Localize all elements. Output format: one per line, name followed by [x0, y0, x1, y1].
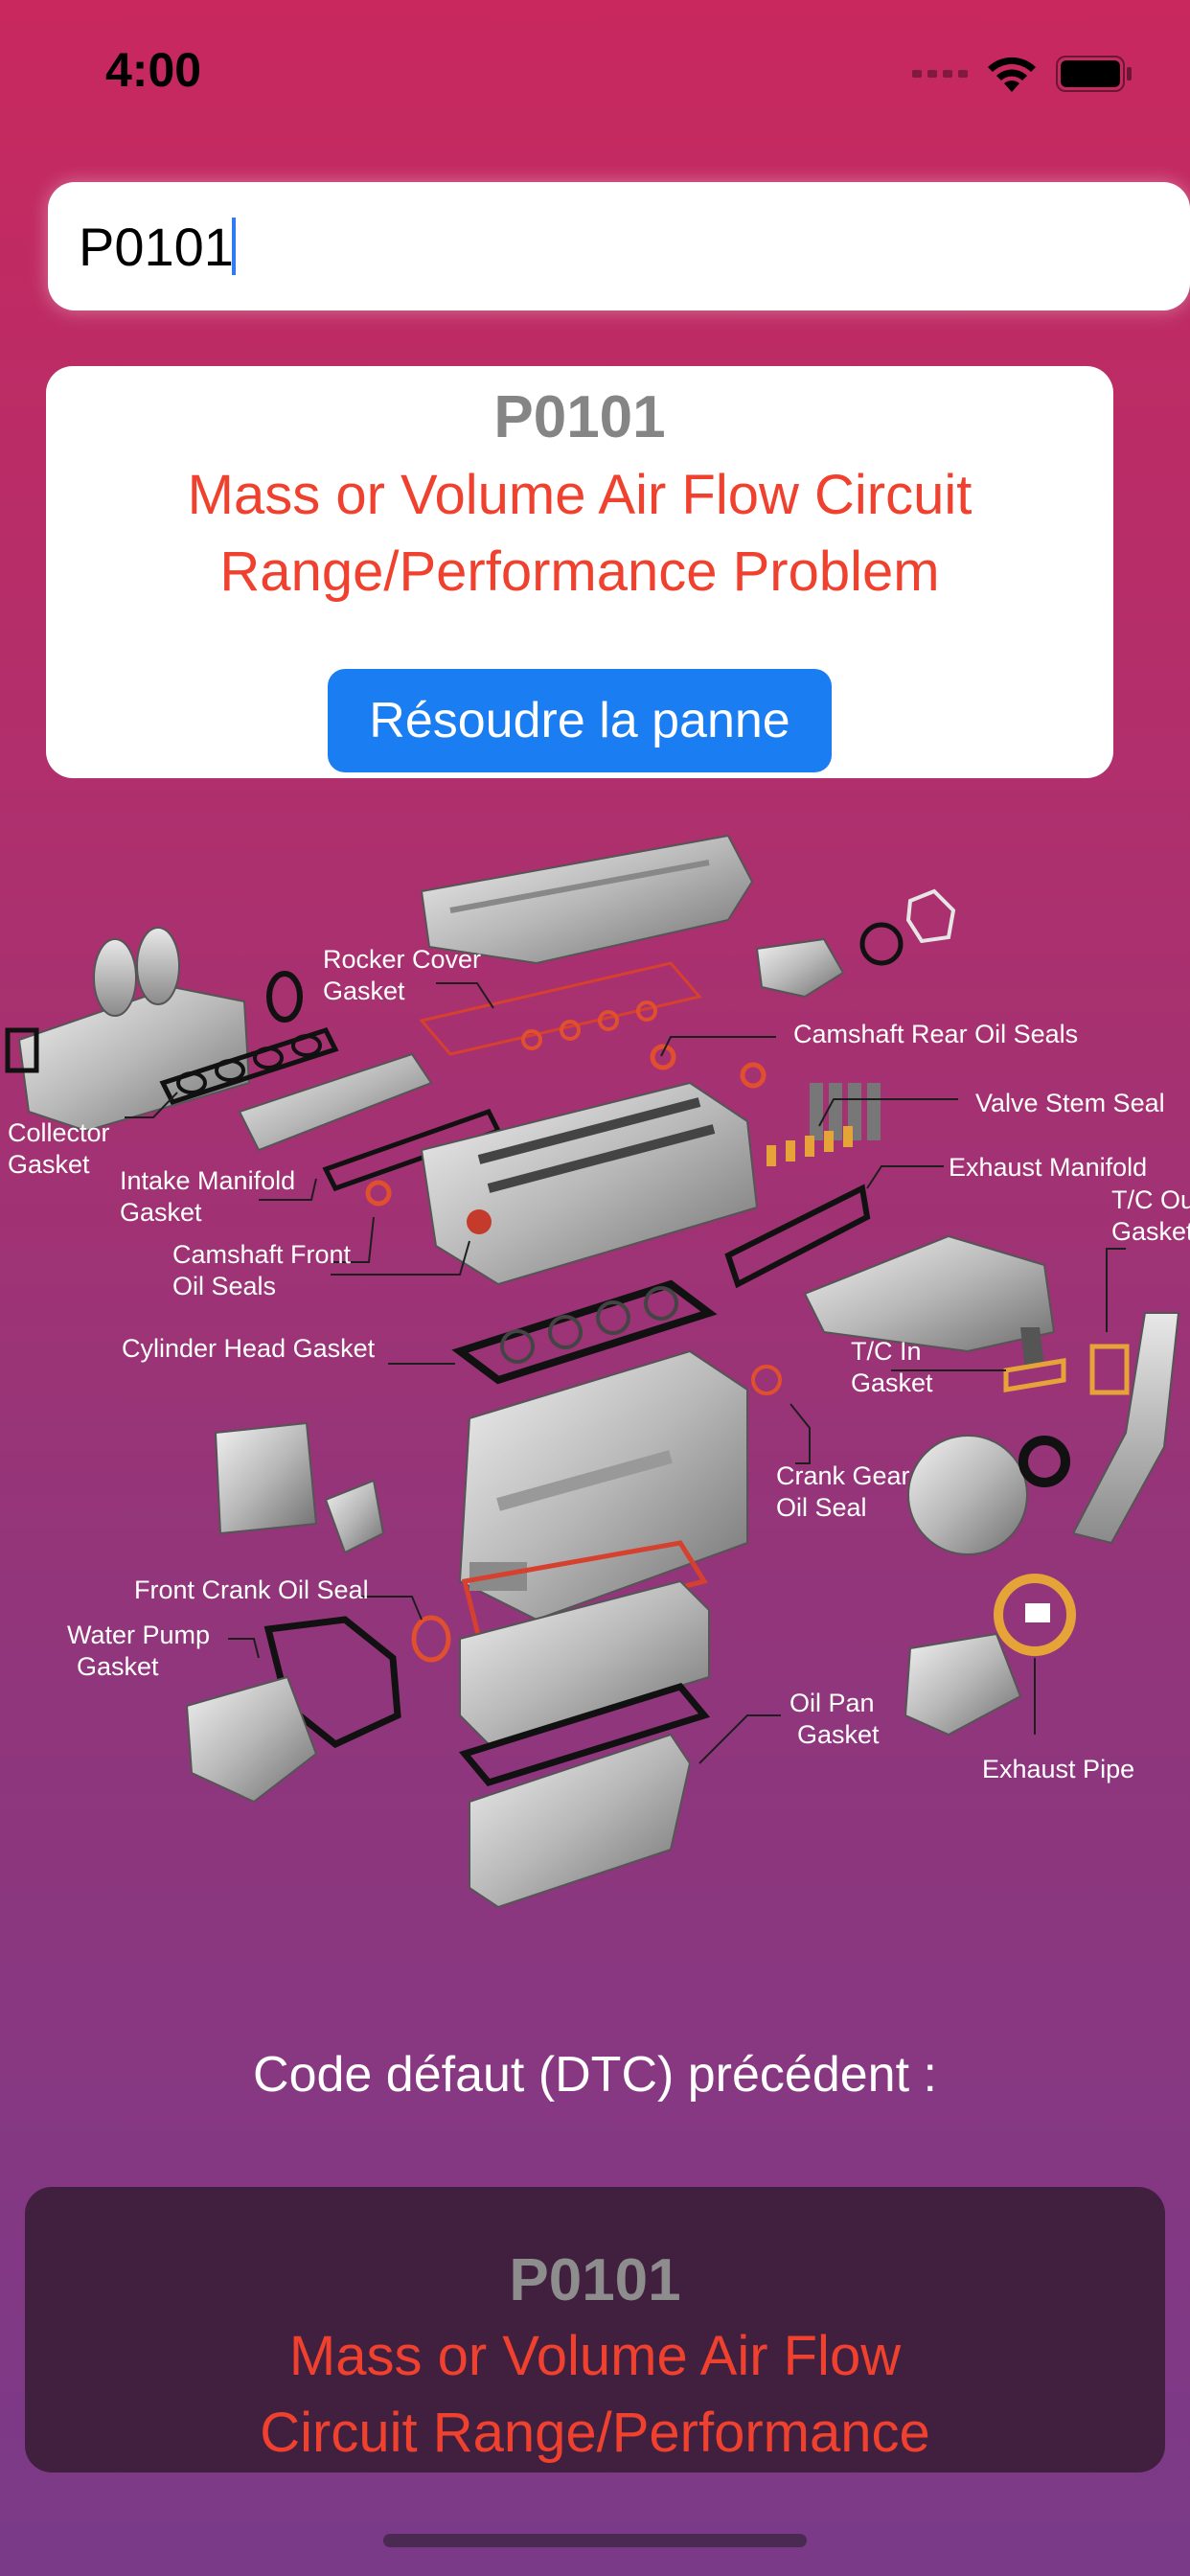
- label-oil-pan-gasket: Oil Pan: [790, 1689, 875, 1717]
- dtc-description: Mass or Volume Air Flow Circuit Range/Pe…: [187, 464, 973, 603]
- previous-dtc-code: P0101: [509, 2247, 681, 2313]
- dtc-code: P0101: [493, 384, 666, 450]
- status-icons: [912, 54, 1133, 94]
- label-exhaust-manifold: Exhaust Manifold: [949, 1153, 1147, 1182]
- dtc-result-card: P0101 Mass or Volume Air Flow Circuit Ra…: [46, 366, 1113, 778]
- label-crank-gear-oil-seal: Crank Gear: [776, 1461, 910, 1490]
- label-intake-manifold-gasket: Intake Manifold: [120, 1166, 295, 1195]
- text-cursor: [231, 218, 236, 275]
- label-camshaft-rear-oil-seals: Camshaft Rear Oil Seals: [793, 1020, 1078, 1048]
- svg-text:Gasket: Gasket: [797, 1720, 880, 1749]
- solve-fault-button[interactable]: Résoudre la panne: [328, 669, 832, 772]
- cellular-signal-icon: [912, 70, 968, 78]
- label-tc-out-gasket: T/C Ou: [1111, 1185, 1190, 1214]
- label-tc-in-gasket: T/C In: [851, 1337, 922, 1366]
- dtc-search-field[interactable]: P0101: [48, 182, 1190, 310]
- svg-text:Gasket: Gasket: [851, 1368, 933, 1397]
- home-indicator[interactable]: [383, 2534, 807, 2547]
- battery-icon: [1056, 56, 1133, 92]
- status-bar: 4:00: [0, 0, 1190, 144]
- label-valve-stem-seal: Valve Stem Seal: [975, 1089, 1165, 1117]
- label-cylinder-head-gasket: Cylinder Head Gasket: [122, 1334, 376, 1363]
- svg-text:Gasket: Gasket: [77, 1652, 159, 1681]
- previous-dtc-description: Mass or Volume Air Flow Circuit Range/Pe…: [260, 2325, 930, 2464]
- previous-dtc-heading: Code défaut (DTC) précédent :: [253, 2047, 937, 2103]
- label-rocker-cover-gasket: Rocker Cover: [323, 945, 481, 974]
- search-input-value[interactable]: P0101: [79, 216, 234, 277]
- svg-text:Oil Seals: Oil Seals: [172, 1272, 276, 1300]
- engine-illustration: Rocker Cover Gasket Camshaft Rear Oil Se…: [5, 834, 1190, 1909]
- svg-text:Gasket: Gasket: [120, 1198, 202, 1227]
- label-water-pump-gasket: Water Pump: [67, 1621, 210, 1649]
- svg-text:Gasket: Gasket: [1111, 1217, 1190, 1246]
- engine-exploded-diagram: Rocker Cover Gasket Camshaft Rear Oil Se…: [0, 795, 1190, 1993]
- status-time: 4:00: [105, 43, 202, 97]
- svg-text:Oil Seal: Oil Seal: [776, 1493, 867, 1522]
- label-collector-gasket: Collector: [8, 1118, 110, 1147]
- label-front-crank-oil-seal: Front Crank Oil Seal: [134, 1576, 369, 1604]
- previous-dtc-card[interactable]: P0101 Mass or Volume Air Flow Circuit Ra…: [25, 2187, 1165, 2472]
- label-exhaust-pipe: Exhaust Pipe: [982, 1755, 1134, 1783]
- svg-text:Gasket: Gasket: [8, 1150, 90, 1179]
- wifi-icon: [985, 54, 1039, 94]
- label-camshaft-front-oil-seals: Camshaft Front: [172, 1240, 352, 1269]
- svg-text:Gasket: Gasket: [323, 977, 405, 1005]
